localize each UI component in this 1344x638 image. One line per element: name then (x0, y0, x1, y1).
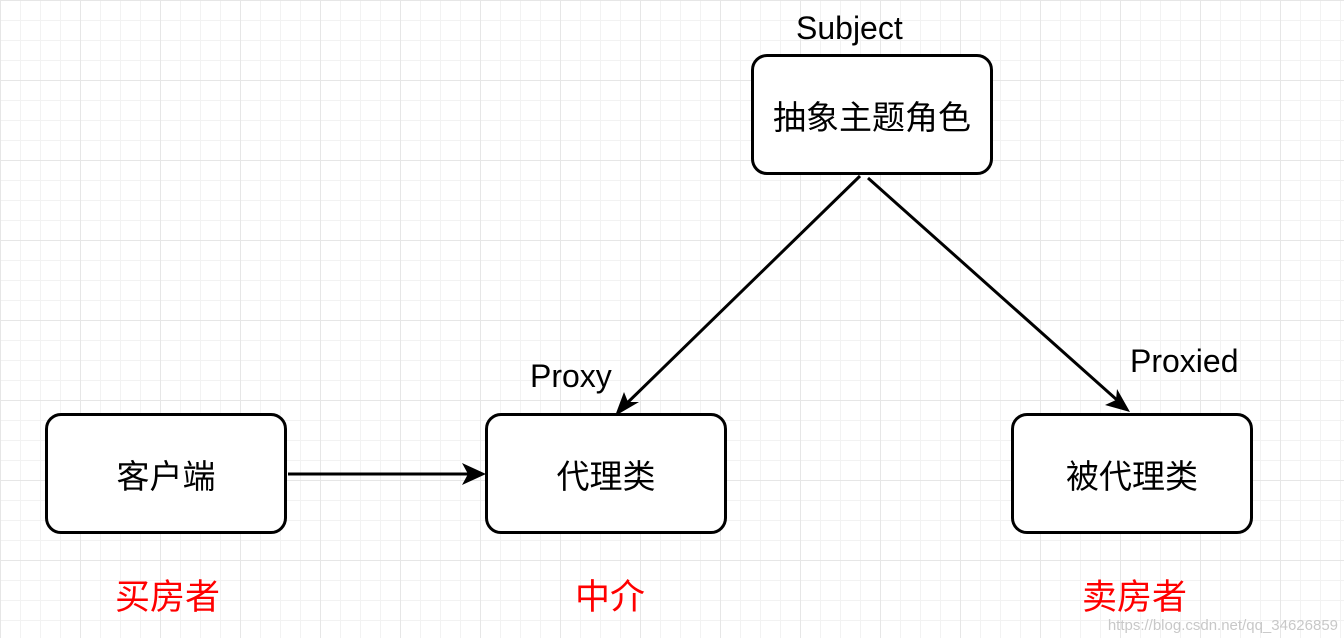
proxied-label: Proxied (1130, 343, 1239, 379)
subject-node[interactable]: 抽象主题角色 (751, 54, 993, 175)
edge-subject-to-proxied (867, 176, 1127, 410)
arrowhead-client-to-proxy (462, 463, 486, 485)
seller-role-label: 卖房者 (1082, 578, 1188, 618)
arrowhead-subject-to-proxy (615, 392, 639, 416)
agent-role-label: 中介 (575, 578, 646, 618)
buyer-role-label: 买房者 (115, 578, 221, 618)
subject-label: Subject (796, 10, 903, 46)
client-node[interactable]: 客户端 (45, 413, 287, 534)
watermark-text: https://blog.csdn.net/qq_34626859 (1107, 617, 1338, 634)
edge-subject-to-proxy (618, 174, 862, 412)
proxied-node[interactable]: 被代理类 (1011, 413, 1253, 534)
arrowhead-subject-to-proxied (1105, 389, 1130, 412)
proxy-label: Proxy (530, 358, 612, 394)
proxy-node[interactable]: 代理类 (485, 413, 727, 534)
